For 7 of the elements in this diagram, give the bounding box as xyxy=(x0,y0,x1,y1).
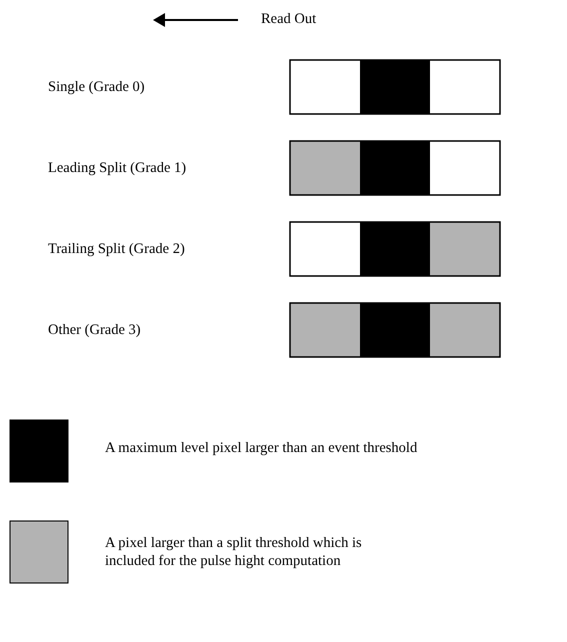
readout-label: Read Out xyxy=(261,10,316,28)
grade-label: Other (Grade 3) xyxy=(48,321,141,339)
grade-label: Trailing Split (Grade 2) xyxy=(48,240,185,258)
grade-label: Single (Grade 0) xyxy=(48,78,145,96)
legend-text: A maximum level pixel larger than an event threshold xyxy=(105,439,418,457)
grade-label: Leading Split (Grade 1) xyxy=(48,159,186,177)
legend-text: A pixel larger than a split threshold which is included for the pulse hight computation xyxy=(105,534,363,570)
